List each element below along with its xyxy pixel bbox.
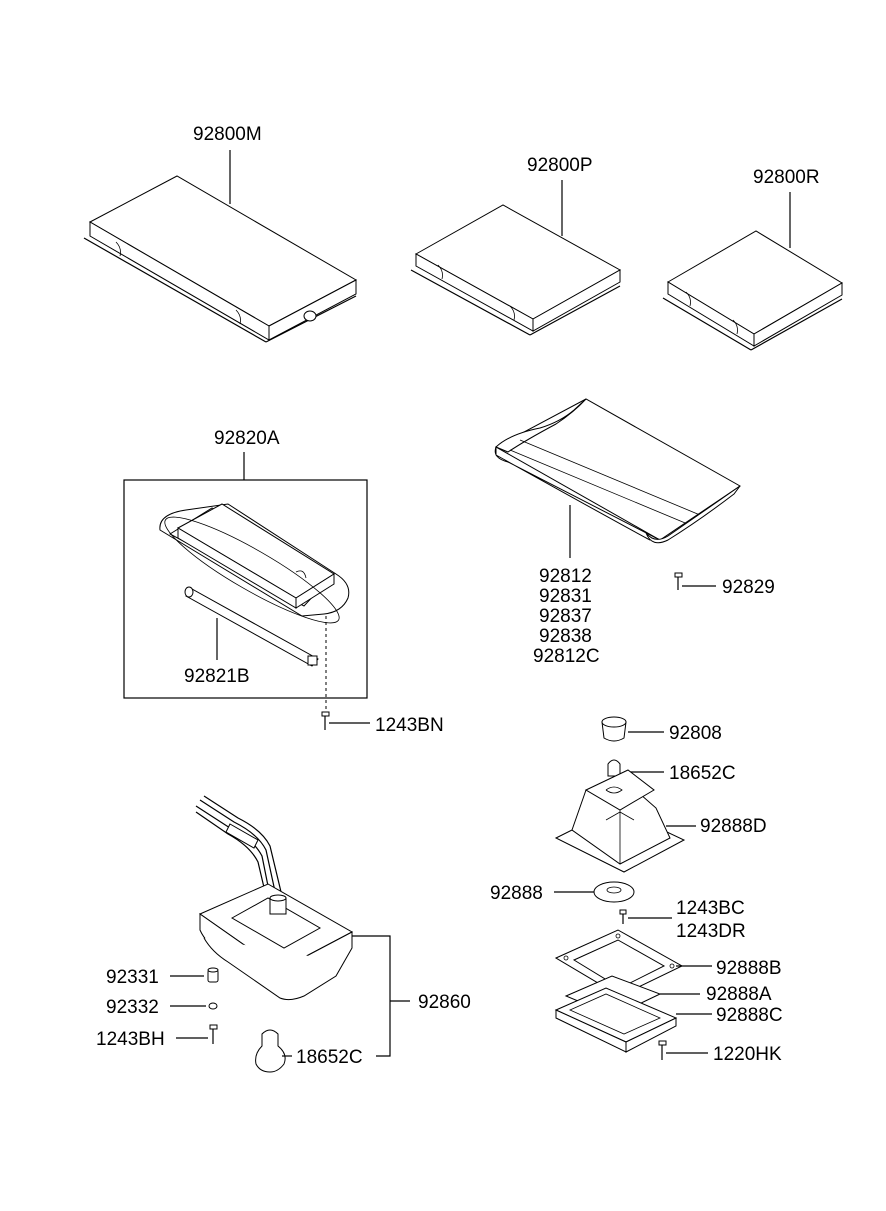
label-92800P: 92800P (527, 155, 593, 176)
label-1243BC: 1243BC (676, 898, 745, 919)
label-92831: 92831 (539, 586, 592, 607)
part-92820A-drawing (159, 503, 350, 624)
part-92860-drawing (195, 795, 354, 1001)
label-18652C-right: 18652C (669, 763, 736, 784)
group-box-92820A (123, 479, 368, 699)
part-1220HK-screw (658, 1040, 708, 1060)
part-92888C-drawing (554, 987, 712, 1053)
part-18652C-right-bulb (607, 759, 664, 777)
label-92331: 92331 (106, 967, 159, 988)
part-18652C-left-bulb (255, 1029, 292, 1073)
part-92800R-drawing (662, 192, 843, 351)
part-92829-screw (674, 572, 716, 590)
label-92888B: 92888B (716, 958, 782, 979)
part-92812-drawing (494, 398, 741, 558)
part-92800P-drawing (410, 180, 622, 336)
label-92812: 92812 (539, 566, 592, 587)
label-1243BN: 1243BN (375, 715, 444, 736)
part-92808-drawing (601, 716, 664, 742)
label-92838: 92838 (539, 626, 592, 647)
label-92812C: 92812C (533, 646, 600, 667)
label-92837: 92837 (539, 606, 592, 627)
label-18652C-left: 18652C (296, 1047, 363, 1068)
label-92808: 92808 (669, 723, 722, 744)
label-92800R: 92800R (753, 167, 820, 188)
part-92888-drawing (554, 881, 635, 903)
part-92888D-drawing (554, 769, 696, 873)
part-1243BH-screw (176, 1024, 218, 1044)
part-92332-drawing (170, 1002, 218, 1010)
label-92860: 92860 (418, 992, 471, 1013)
label-1220HK: 1220HK (713, 1044, 782, 1065)
label-92332: 92332 (106, 997, 159, 1018)
label-92888C: 92888C (716, 1005, 783, 1026)
label-92888D: 92888D (700, 816, 767, 837)
label-92888: 92888 (490, 883, 543, 904)
label-92820A: 92820A (214, 428, 280, 449)
part-1243BN-screw (321, 711, 370, 730)
part-92821B-drawing (184, 586, 319, 667)
part-1243BC-screw (619, 909, 672, 924)
label-1243DR: 1243DR (676, 921, 746, 942)
leader-92860-bracket (352, 935, 391, 1057)
label-1243BH: 1243BH (96, 1029, 165, 1050)
label-92800M: 92800M (193, 124, 262, 145)
part-92331-drawing (170, 967, 219, 983)
part-92800M-drawing (83, 150, 358, 343)
label-92821B: 92821B (184, 666, 250, 687)
label-92888A: 92888A (706, 984, 772, 1005)
label-92829: 92829 (722, 577, 775, 598)
